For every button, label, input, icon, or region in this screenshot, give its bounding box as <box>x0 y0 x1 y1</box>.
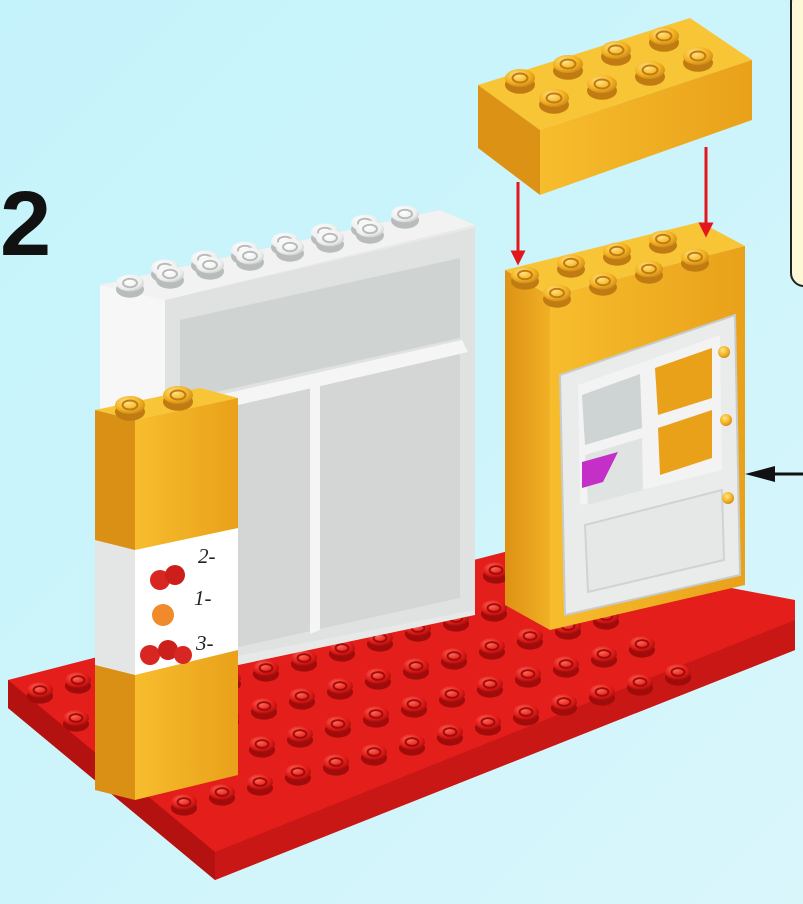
stud <box>291 650 317 671</box>
stud <box>437 724 463 745</box>
stud <box>323 754 349 775</box>
stud <box>285 764 311 785</box>
stud <box>316 230 344 253</box>
stud <box>477 676 503 697</box>
stud <box>635 261 663 284</box>
stud <box>441 648 467 669</box>
stud <box>587 75 617 100</box>
stud <box>511 267 539 290</box>
stud <box>356 221 384 244</box>
stud <box>236 248 264 271</box>
stud <box>475 714 501 735</box>
stud <box>171 794 197 815</box>
stud <box>163 386 193 411</box>
stud <box>601 41 631 66</box>
stud <box>683 47 713 72</box>
stud <box>553 656 579 677</box>
stud <box>539 89 569 114</box>
stud <box>27 682 53 703</box>
hinge <box>722 492 734 504</box>
stud <box>361 744 387 765</box>
stud <box>209 784 235 805</box>
stud <box>479 638 505 659</box>
apple-icon <box>140 645 160 665</box>
stud <box>515 666 541 687</box>
stud <box>196 257 224 280</box>
stud <box>116 275 144 298</box>
stud <box>63 710 89 731</box>
stud <box>439 686 465 707</box>
stud <box>557 255 585 278</box>
apple-icon <box>165 565 185 585</box>
stud <box>249 736 275 757</box>
stud <box>403 658 429 679</box>
label-line-2: 1- <box>194 586 212 610</box>
stud <box>401 696 427 717</box>
floating-brick <box>478 18 752 195</box>
arrow-left-icon <box>745 466 803 482</box>
stud <box>253 660 279 681</box>
label-line-3: 3- <box>195 631 214 655</box>
stud <box>649 27 679 52</box>
stud <box>399 734 425 755</box>
stud <box>681 249 709 272</box>
stud <box>481 600 507 621</box>
stud <box>363 706 389 727</box>
stud <box>251 698 277 719</box>
label-line-1: 2- <box>198 544 216 568</box>
stud <box>635 61 665 86</box>
stud <box>115 396 145 421</box>
stud <box>627 674 653 695</box>
stud <box>553 55 583 80</box>
orange-icon <box>152 604 174 626</box>
stud <box>391 206 419 229</box>
stud <box>649 231 677 254</box>
stud <box>287 726 313 747</box>
stud <box>247 774 273 795</box>
stud <box>589 273 617 296</box>
stud <box>505 69 535 94</box>
stud <box>591 646 617 667</box>
yellow-pillar: 2- 1- 3- <box>95 386 238 800</box>
stud <box>543 285 571 308</box>
stud <box>65 672 91 693</box>
stud <box>289 688 315 709</box>
stud <box>513 704 539 725</box>
stud <box>327 678 353 699</box>
stud <box>589 684 615 705</box>
apple-icon <box>174 646 192 664</box>
stud <box>325 716 351 737</box>
stud <box>603 243 631 266</box>
hinge <box>718 346 730 358</box>
stud <box>365 668 391 689</box>
stud <box>551 694 577 715</box>
hinge <box>720 414 732 426</box>
stud <box>517 628 543 649</box>
stud <box>665 664 691 685</box>
stud <box>629 636 655 657</box>
stud <box>276 239 304 262</box>
yellow-door-block <box>505 222 745 630</box>
stud <box>156 266 184 289</box>
